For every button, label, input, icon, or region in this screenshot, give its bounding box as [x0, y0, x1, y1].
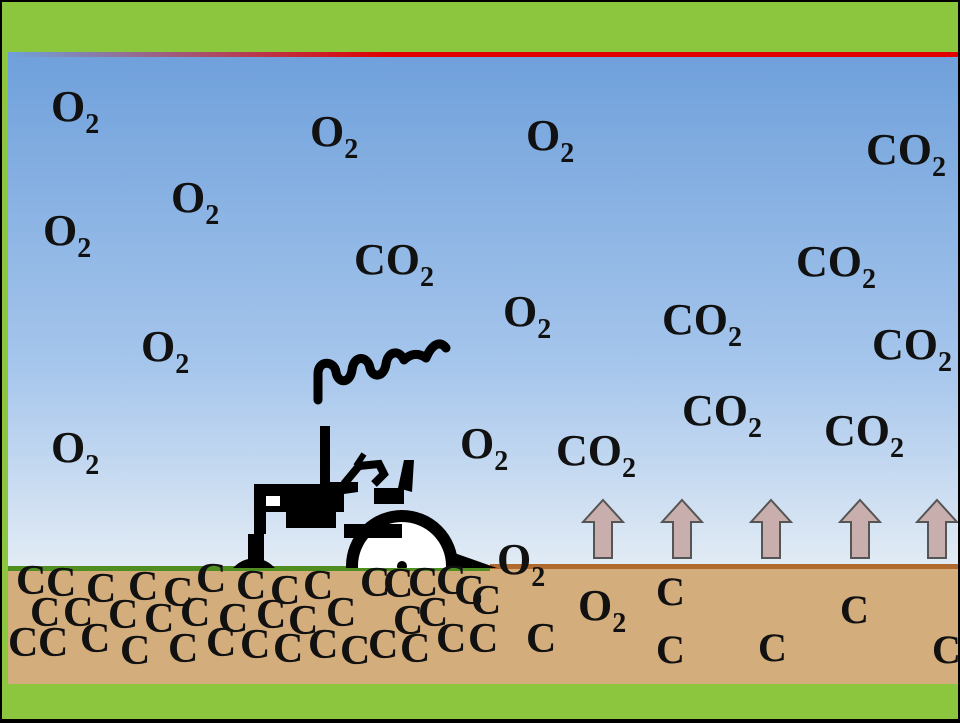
- carbon-label: C: [932, 627, 958, 672]
- carbon-label: C: [468, 616, 499, 662]
- co2-label: CO2: [662, 295, 742, 353]
- soil-layer: [8, 569, 958, 684]
- upward-arrow-icon: [660, 498, 704, 559]
- co2-label: CO2: [866, 125, 946, 183]
- carbon-label: C: [383, 561, 414, 607]
- carbon-label: C: [86, 566, 117, 612]
- o2-label: O2: [51, 82, 100, 140]
- o2-label: O2: [526, 111, 575, 169]
- tilled-surface-line: [490, 564, 958, 569]
- carbon-label: C: [656, 627, 685, 672]
- carbon-label: C: [418, 590, 449, 636]
- o2-label: O2: [578, 581, 627, 639]
- carbon-label: C: [471, 578, 502, 624]
- carbon-label: C: [8, 620, 39, 666]
- carbon-label: C: [400, 626, 431, 672]
- top-accent-line: [8, 52, 958, 57]
- carbon-label: C: [308, 622, 339, 668]
- carbon-label: C: [526, 616, 557, 662]
- carbon-label: C: [454, 568, 485, 614]
- carbon-label: C: [360, 560, 391, 606]
- carbon-label: C: [236, 563, 267, 609]
- co2-label: CO2: [824, 406, 904, 464]
- carbon-label: C: [758, 625, 787, 670]
- grass-surface-line: [8, 566, 490, 571]
- carbon-label: C: [436, 616, 467, 662]
- carbon-label: C: [163, 570, 194, 616]
- carbon-label: C: [393, 598, 424, 644]
- carbon-label: C: [120, 628, 151, 674]
- carbon-label: C: [30, 590, 61, 636]
- carbon-label: C: [196, 556, 227, 602]
- upward-arrow-icon: [749, 498, 793, 559]
- upward-arrow-icon: [915, 498, 958, 559]
- co2-label: CO2: [682, 386, 762, 444]
- carbon-label: C: [128, 564, 159, 610]
- smoke-icon: [313, 339, 451, 405]
- carbon-label: C: [16, 558, 47, 604]
- o2-label: O2: [310, 107, 359, 165]
- o2-label: O2: [460, 419, 509, 477]
- carbon-label: C: [436, 558, 467, 604]
- carbon-label: C: [206, 620, 237, 666]
- carbon-label: C: [240, 622, 271, 668]
- carbon-label: C: [326, 590, 357, 636]
- carbon-cycle-scene: O2 O2 O2 O2 O2 O2 O2 O2 O2 O2 O2 CO2 CO2…: [8, 52, 958, 684]
- carbon-label: C: [180, 590, 211, 636]
- carbon-label: C: [108, 592, 139, 638]
- co2-label: CO2: [354, 235, 434, 293]
- carbon-label: C: [270, 568, 301, 614]
- carbon-label: C: [38, 620, 69, 666]
- o2-label: O2: [503, 287, 552, 345]
- carbon-label: C: [303, 563, 334, 609]
- carbon-label: C: [46, 560, 77, 606]
- carbon-label: C: [288, 598, 319, 644]
- co2-label: CO2: [796, 237, 876, 295]
- carbon-label: C: [256, 592, 287, 638]
- carbon-label: C: [63, 590, 94, 636]
- o2-label: O2: [497, 535, 546, 593]
- o2-label: O2: [51, 423, 100, 481]
- carbon-label: C: [368, 622, 399, 668]
- upward-arrow-icon: [581, 498, 625, 559]
- carbon-label: C: [218, 596, 249, 642]
- co2-label: CO2: [872, 320, 952, 378]
- carbon-label: C: [273, 626, 304, 672]
- carbon-label: C: [144, 596, 175, 642]
- carbon-label: C: [340, 628, 371, 674]
- carbon-label: C: [840, 587, 869, 632]
- co2-label: CO2: [556, 426, 636, 484]
- carbon-label: C: [408, 560, 439, 606]
- carbon-label: C: [80, 616, 111, 662]
- carbon-label: C: [168, 626, 199, 672]
- upward-arrow-icon: [838, 498, 882, 559]
- tractor-icon: [233, 339, 497, 568]
- carbon-label: C: [656, 569, 685, 614]
- o2-label: O2: [171, 173, 220, 231]
- o2-label: O2: [43, 206, 92, 264]
- o2-label: O2: [141, 322, 190, 380]
